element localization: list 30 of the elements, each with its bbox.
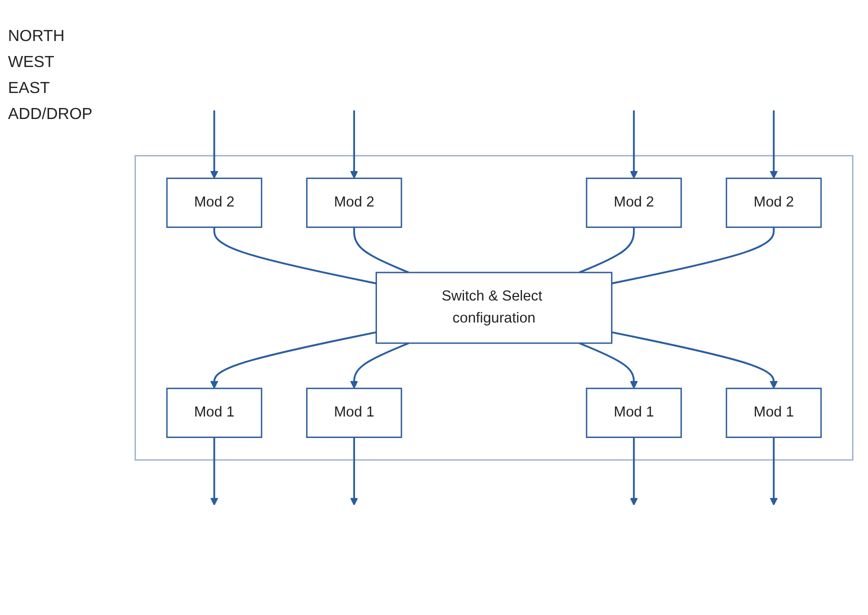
arrow bbox=[612, 331, 778, 388]
connector bbox=[213, 226, 376, 284]
node-box: Switch & Select configuration bbox=[376, 272, 612, 344]
arrow bbox=[630, 110, 638, 178]
arrow bbox=[210, 436, 218, 506]
connector bbox=[578, 226, 635, 274]
direction-label: WEST bbox=[8, 54, 56, 72]
cluster bbox=[134, 154, 854, 460]
direction-label: EAST bbox=[8, 80, 51, 98]
direction-label: NORTH bbox=[8, 28, 66, 46]
connector bbox=[353, 226, 410, 274]
arrow bbox=[578, 342, 638, 388]
direction-label: ADD/DROP bbox=[8, 106, 94, 124]
node-box: Mod 1 bbox=[726, 387, 822, 438]
arrow bbox=[350, 342, 410, 388]
node-box: Mod 1 bbox=[166, 387, 262, 438]
node-box: Mod 1 bbox=[586, 387, 682, 438]
node-box: Mod 2 bbox=[306, 177, 402, 228]
arrow bbox=[770, 436, 778, 506]
connector bbox=[612, 226, 775, 284]
arrow bbox=[630, 436, 638, 506]
node-box: Mod 2 bbox=[166, 177, 262, 228]
node-box: Mod 1 bbox=[306, 387, 402, 438]
arrow bbox=[770, 110, 778, 178]
arrow bbox=[350, 110, 358, 178]
arrow bbox=[350, 436, 358, 506]
arrow bbox=[210, 331, 376, 388]
node-box: Mod 2 bbox=[726, 177, 822, 228]
arrow bbox=[210, 110, 218, 178]
node-box: Mod 2 bbox=[586, 177, 682, 228]
